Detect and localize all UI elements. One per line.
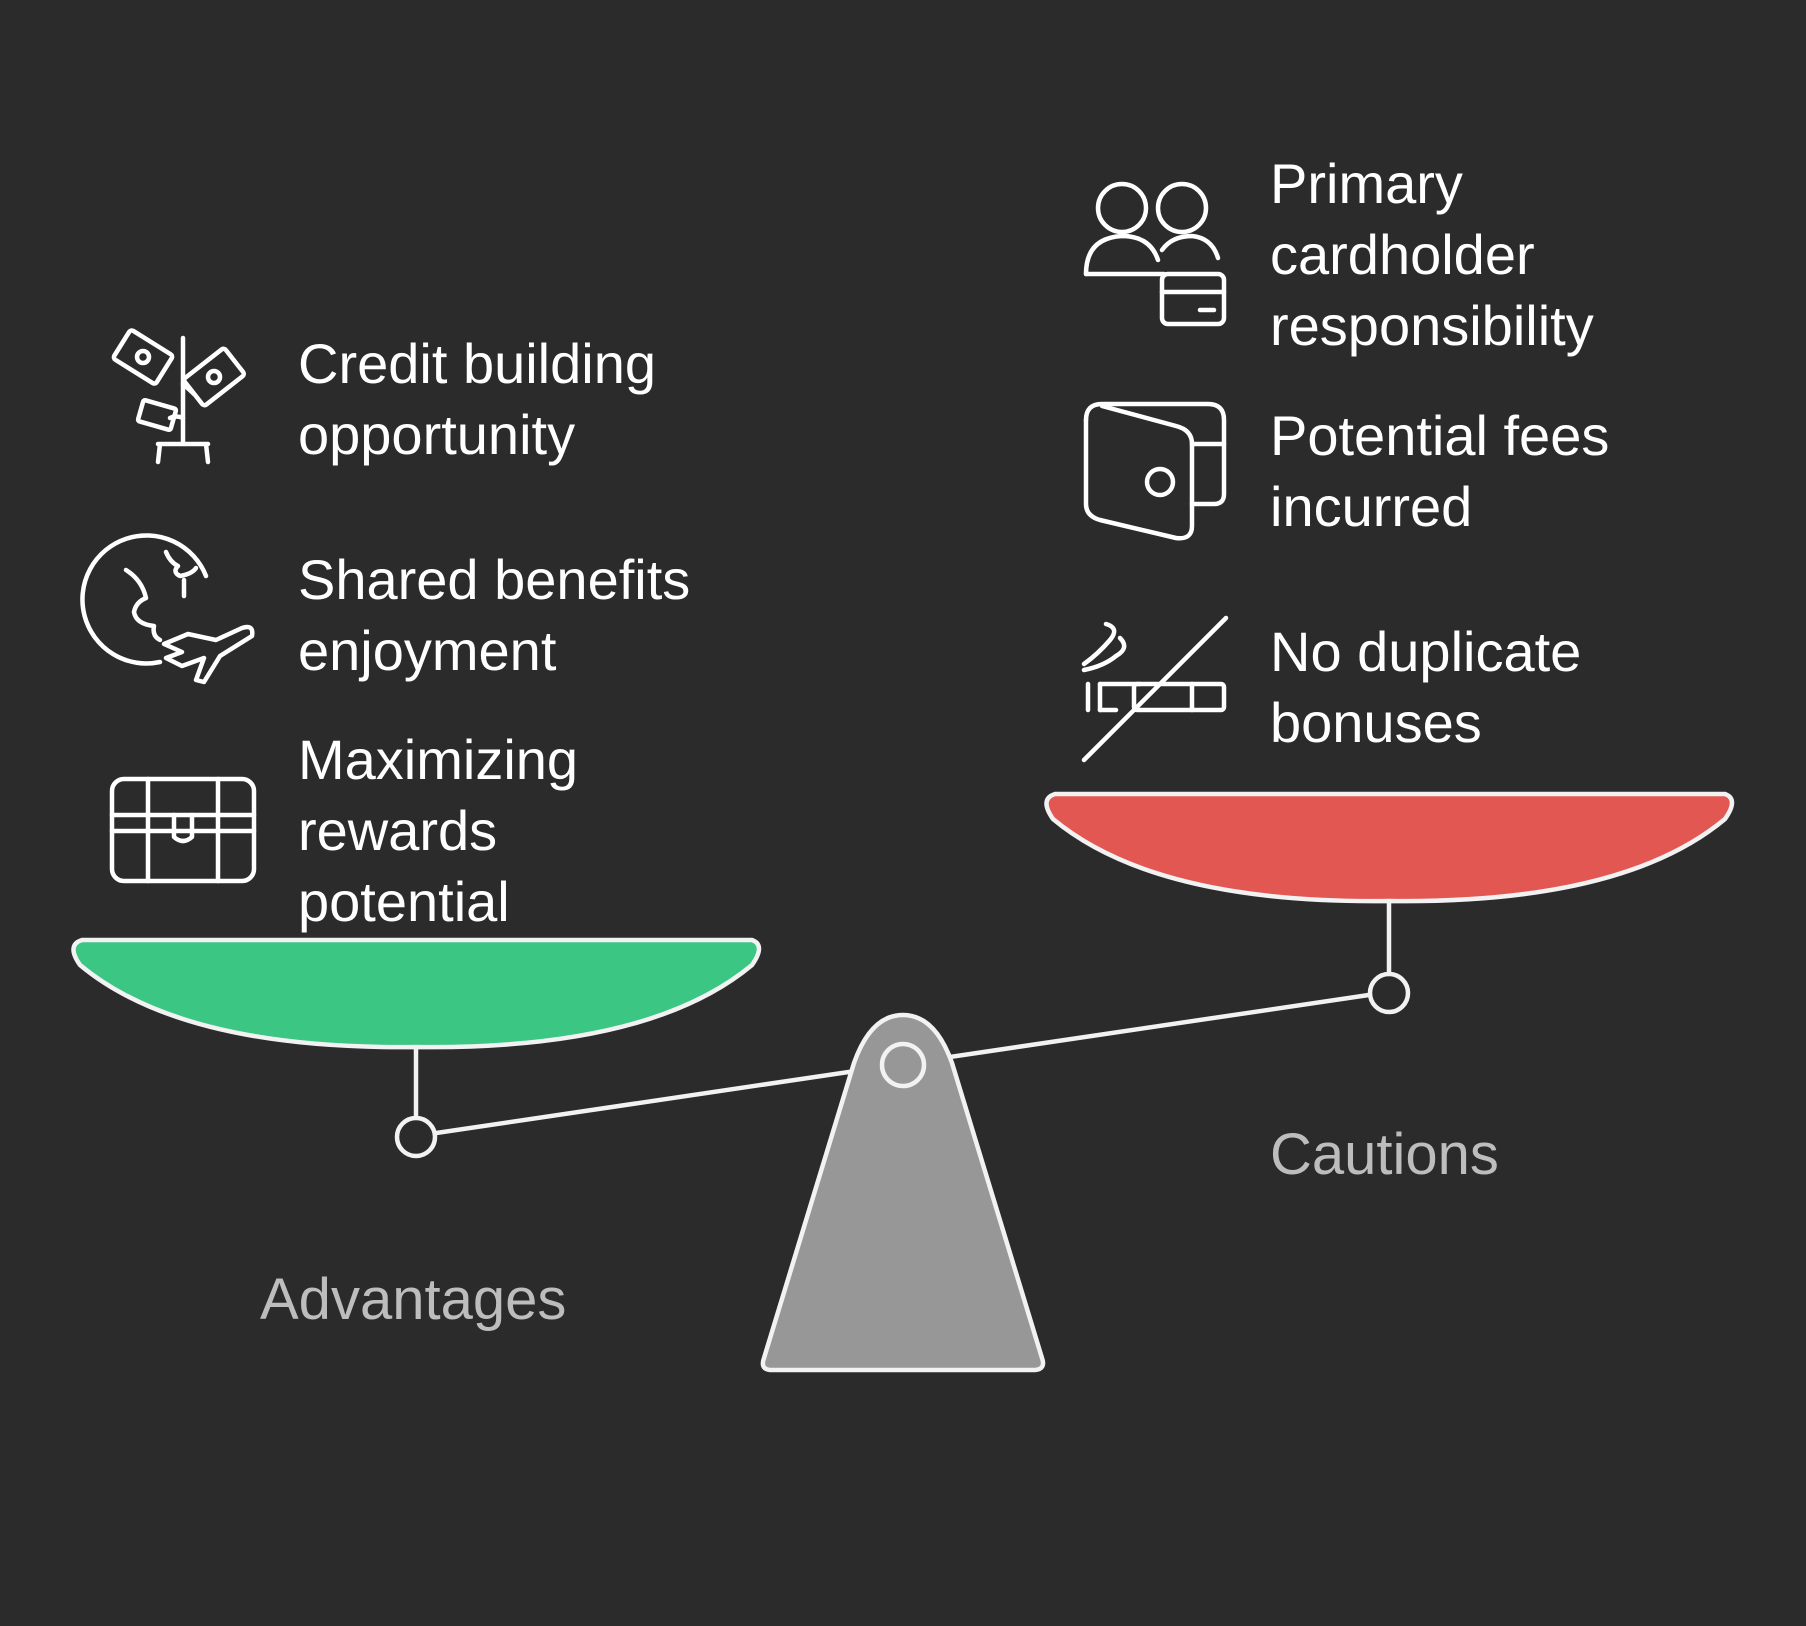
caution-item-line: No duplicate: [1270, 620, 1582, 683]
wallet-icon: [1083, 401, 1227, 541]
caution-item-line: Primary: [1270, 152, 1463, 215]
money-plant-icon: [111, 328, 246, 465]
fulcrum-pivot: [879, 1041, 927, 1089]
treasure-chest-icon: [109, 776, 257, 884]
caution-item-line: bonuses: [1270, 691, 1482, 754]
left-pivot: [394, 1115, 438, 1159]
advantages-label: Advantages: [260, 1267, 567, 1332]
advantage-item-line: rewards: [298, 799, 498, 862]
advantage-item-line: opportunity: [298, 403, 576, 466]
advantage-item-line: Shared benefits: [298, 548, 691, 611]
advantages-pan: [71, 937, 762, 1050]
right-pivot: [1367, 971, 1411, 1015]
globe-plane-icon: [80, 533, 255, 685]
caution-item-line: incurred: [1270, 475, 1473, 538]
advantage-item-rewards: Maximizing rewards potential: [298, 724, 578, 937]
advantage-item-line: potential: [298, 870, 510, 933]
advantage-item-line: Credit building: [298, 332, 656, 395]
caution-item-responsibility: Primary cardholder responsibility: [1270, 148, 1594, 361]
caution-item-line: Potential fees: [1270, 404, 1610, 467]
caution-item-bonuses: No duplicate bonuses: [1270, 616, 1581, 758]
advantage-item-line: enjoyment: [298, 619, 557, 682]
scale-fulcrum: [760, 1012, 1046, 1373]
users-card-icon: [1083, 181, 1227, 327]
advantage-item-credit: Credit building opportunity: [298, 328, 656, 470]
caution-item-line: cardholder: [1270, 223, 1535, 286]
cautions-pan: [1044, 791, 1735, 904]
caution-item-line: responsibility: [1270, 294, 1594, 357]
caution-item-fees: Potential fees incurred: [1270, 400, 1609, 542]
no-smoking-icon: [1081, 615, 1229, 763]
cautions-label: Cautions: [1270, 1122, 1499, 1187]
advantage-item-line: Maximizing: [298, 728, 579, 791]
advantage-item-benefits: Shared benefits enjoyment: [298, 544, 690, 686]
